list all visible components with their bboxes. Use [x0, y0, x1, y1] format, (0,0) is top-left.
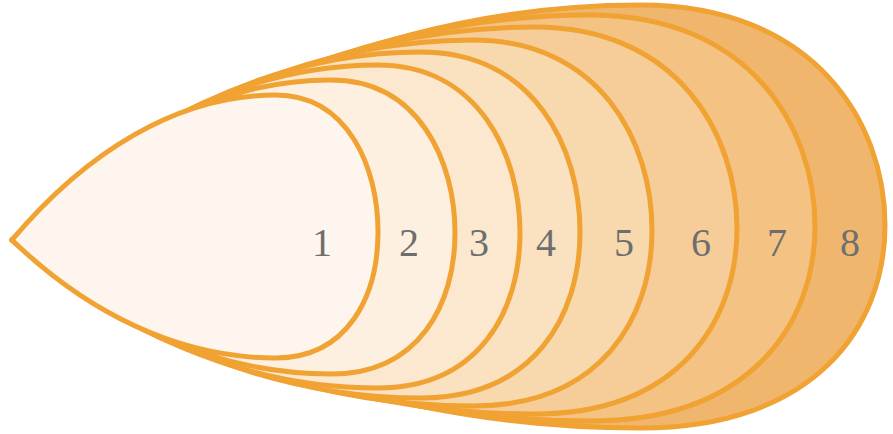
ring-shape	[12, 27, 737, 414]
ring-shape	[12, 65, 520, 388]
ring-shape	[12, 40, 652, 406]
growth-ring: 12345	[12, 40, 652, 406]
ring-shape	[12, 52, 580, 398]
ring-number: 6	[691, 223, 711, 263]
ring-shape	[12, 5, 885, 428]
ring-number: 1	[312, 223, 332, 263]
ring-shape	[12, 15, 815, 421]
growth-ring: 12345678	[12, 5, 885, 428]
ring-number: 5	[614, 223, 634, 263]
growth-ring: 123	[12, 65, 520, 388]
growth-ring: 1	[12, 95, 378, 358]
growth-ring: 123456	[12, 27, 737, 414]
growth-ring: 1234	[12, 52, 580, 398]
growth-ring: 12	[12, 80, 455, 374]
ring-number: 2	[399, 223, 419, 263]
ring-number: 8	[840, 223, 860, 263]
ring-number: 7	[767, 223, 787, 263]
ring-shape	[12, 95, 378, 358]
ring-number: 3	[469, 223, 489, 263]
ring-shape	[12, 80, 455, 374]
growth-ring: 1234567	[12, 15, 815, 421]
ring-number: 4	[536, 223, 556, 263]
